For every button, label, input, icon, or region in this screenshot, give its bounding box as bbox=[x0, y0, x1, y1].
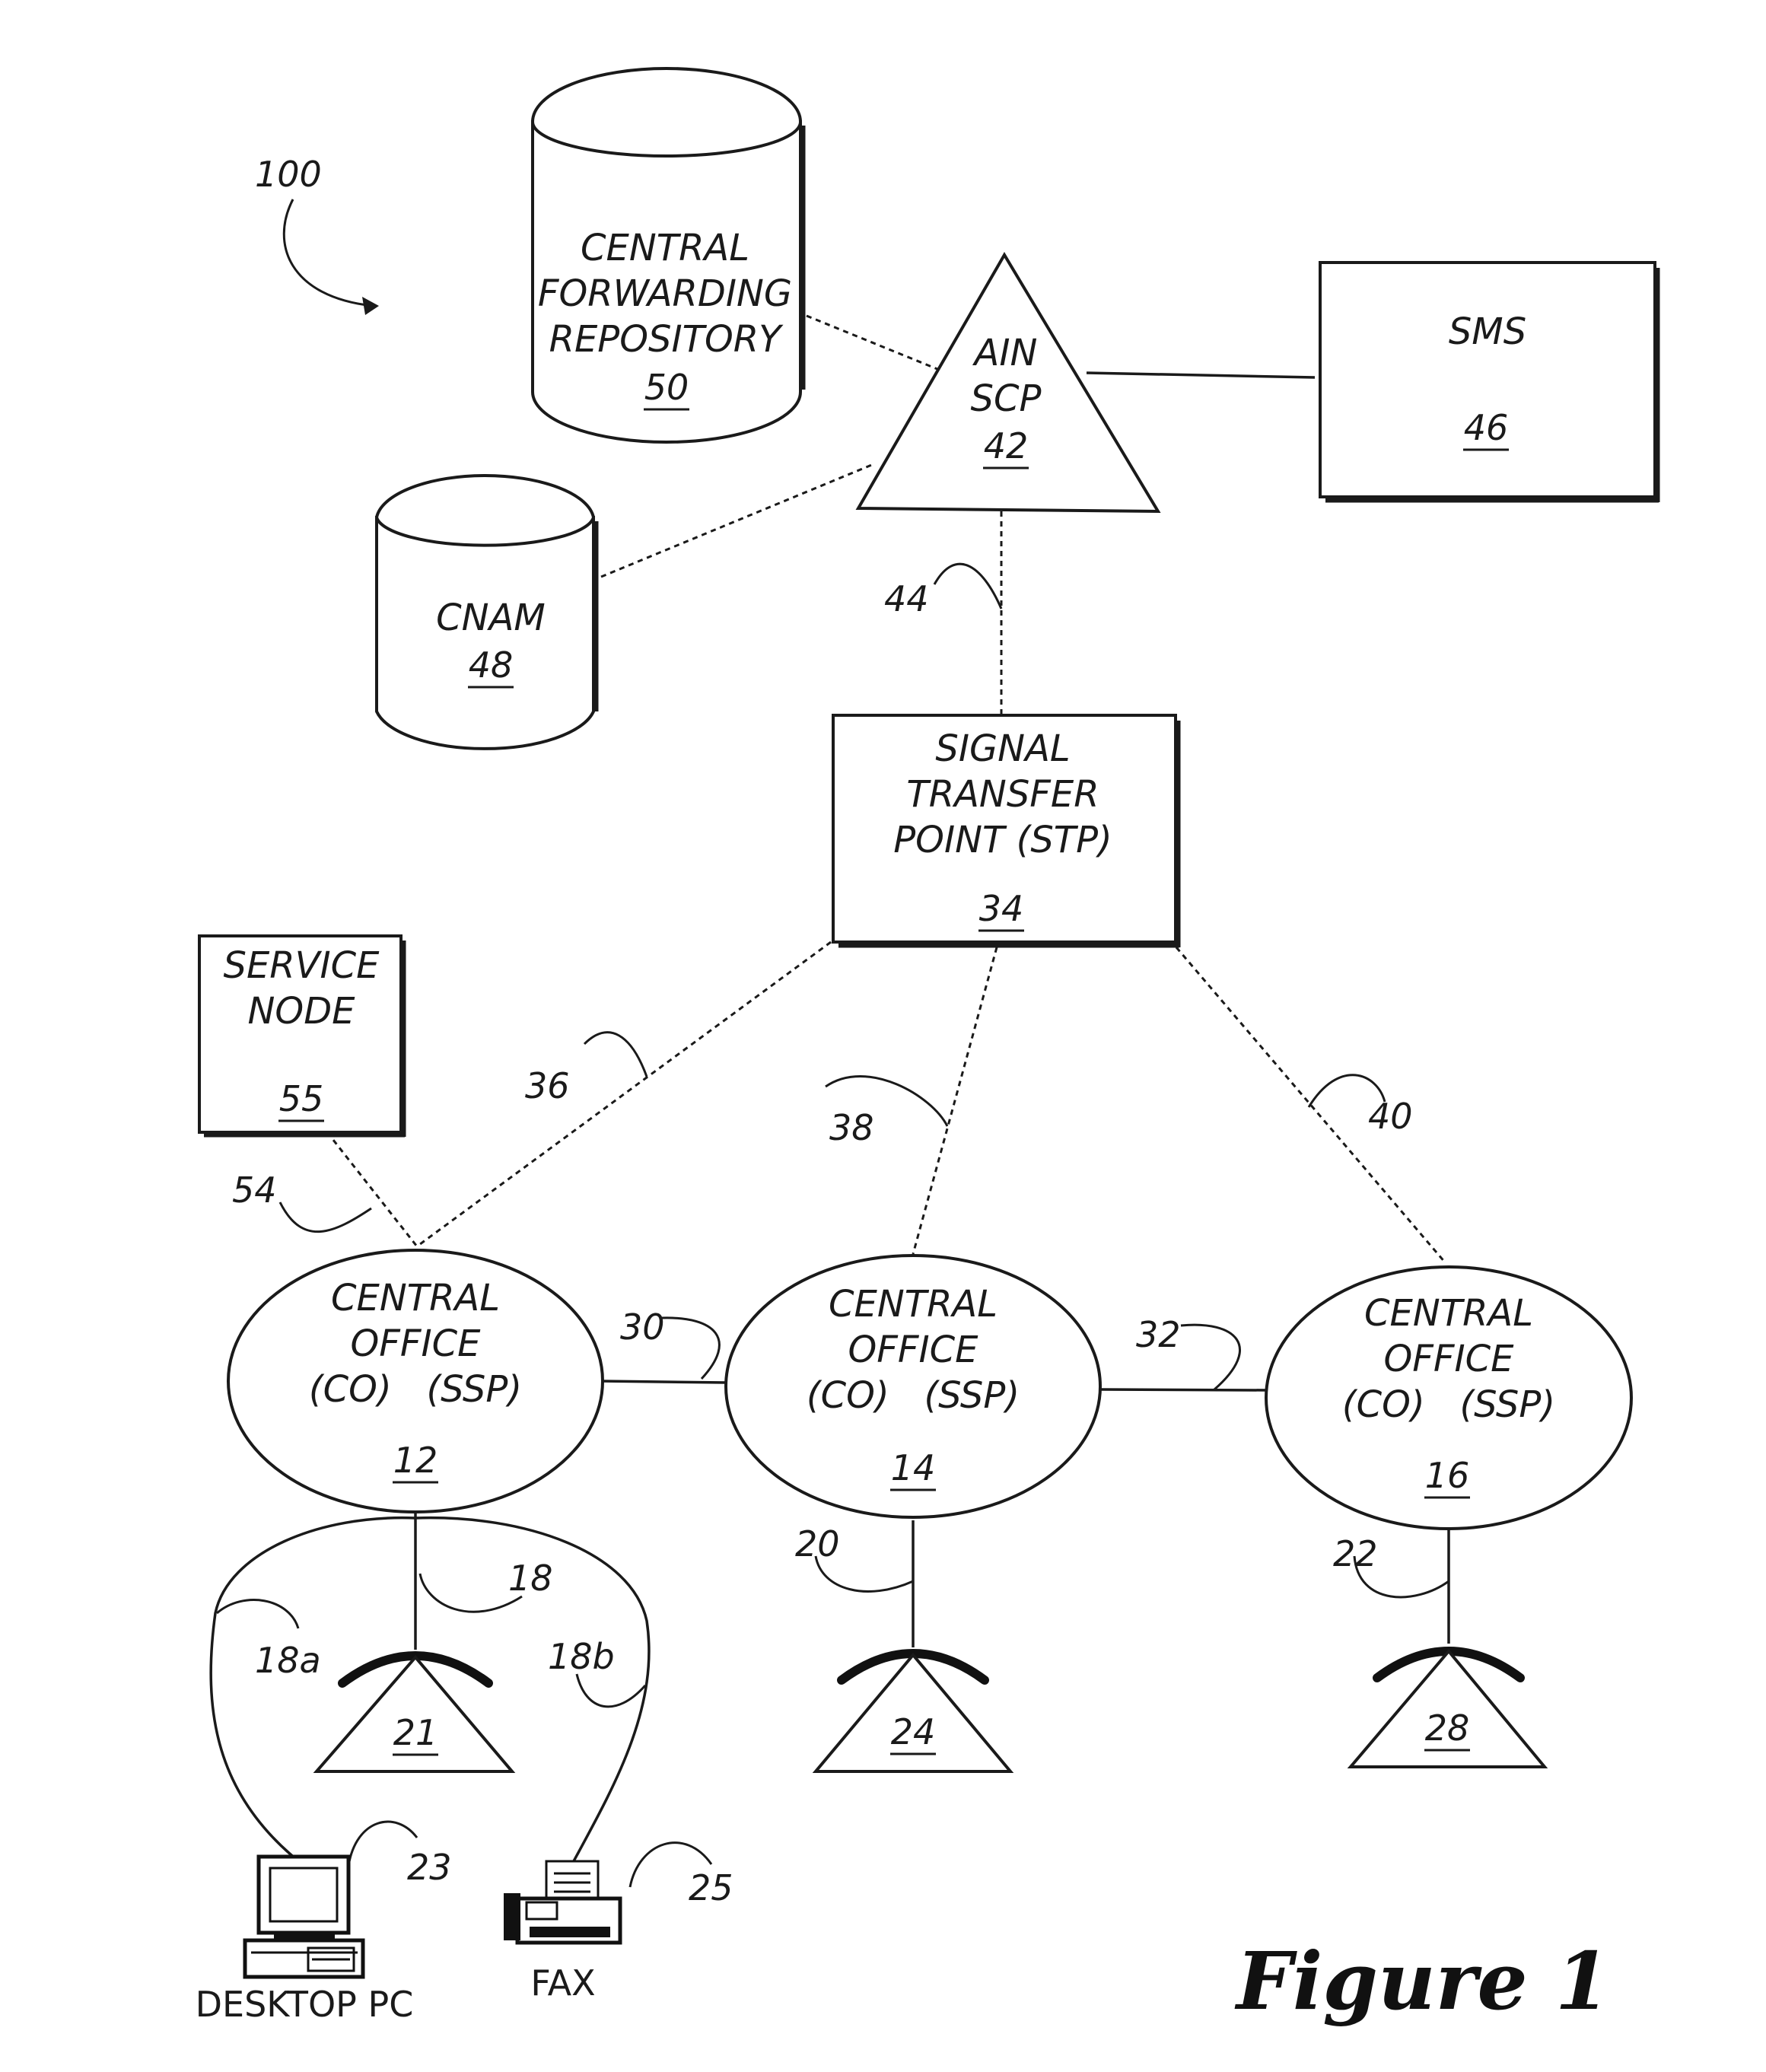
central-office-16: CENTRAL OFFICE (CO) (SSP) 16 bbox=[1266, 1267, 1631, 1529]
ref-36: 36 bbox=[525, 1065, 570, 1106]
fax-label: FAX bbox=[530, 1962, 595, 2004]
service-node-label-line1: SERVICE bbox=[224, 944, 380, 987]
stp-ref-number: 34 bbox=[979, 888, 1024, 929]
telephone-station-28: 28 bbox=[1351, 1651, 1545, 1767]
leader-18 bbox=[420, 1574, 522, 1612]
scp-label-line2: SCP bbox=[971, 377, 1042, 420]
co12-label-line2: OFFICE bbox=[351, 1322, 482, 1365]
cfr-label-line1: CENTRAL bbox=[581, 227, 749, 269]
cfr-label-line3: REPOSITORY bbox=[549, 318, 784, 361]
arrowhead-100 bbox=[362, 297, 379, 315]
telephone-station-21: 21 bbox=[317, 1656, 512, 1771]
reference-numerals: 100 44 36 38 40 54 30 32 18 18a 18b 20 2… bbox=[232, 154, 1413, 1908]
ref-18b: 18b bbox=[548, 1636, 615, 1677]
service-node-ref-number: 55 bbox=[279, 1078, 324, 1119]
cnam-ref-number: 48 bbox=[469, 645, 514, 686]
ref-44: 44 bbox=[884, 578, 929, 619]
ref-18a: 18a bbox=[255, 1640, 321, 1681]
central-office-14: CENTRAL OFFICE (CO) (SSP) 14 bbox=[726, 1256, 1100, 1517]
desktop-pc: DESKTOP PC bbox=[196, 1857, 414, 2025]
stp-label-line2: TRANSFER bbox=[906, 773, 1099, 816]
ref-40: 40 bbox=[1368, 1096, 1413, 1137]
ref-30: 30 bbox=[620, 1307, 665, 1348]
scp-ref-number: 42 bbox=[984, 425, 1029, 466]
phone21-ref-number: 21 bbox=[393, 1712, 438, 1753]
central-office-12: CENTRAL OFFICE (CO) (SSP) 12 bbox=[228, 1250, 603, 1512]
signal-transfer-point: SIGNAL TRANSFER POINT (STP) 34 bbox=[833, 715, 1179, 947]
co16-label-line2: OFFICE bbox=[1384, 1338, 1515, 1380]
service-node-label-line2: NODE bbox=[248, 990, 356, 1033]
link-cfr-scp bbox=[807, 316, 937, 369]
leader-36 bbox=[584, 1033, 647, 1077]
sms-label: SMS bbox=[1449, 310, 1526, 353]
ref-54: 54 bbox=[232, 1170, 277, 1211]
ref-22: 22 bbox=[1333, 1533, 1378, 1574]
co12-ref-number: 12 bbox=[393, 1440, 438, 1481]
co14-label-line1: CENTRAL bbox=[829, 1283, 998, 1326]
ref-23: 23 bbox=[407, 1847, 452, 1888]
co16-label-line1: CENTRAL bbox=[1364, 1292, 1533, 1335]
cnam-label: CNAM bbox=[436, 597, 546, 639]
ref-25: 25 bbox=[689, 1867, 733, 1908]
ref-100: 100 bbox=[255, 154, 322, 195]
co14-label-line2: OFFICE bbox=[848, 1329, 979, 1371]
sms-rectangle bbox=[1320, 263, 1655, 497]
service-node: SERVICE NODE 55 bbox=[199, 936, 405, 1137]
ref-18: 18 bbox=[508, 1558, 553, 1599]
stp-label-line1: SIGNAL bbox=[935, 727, 1070, 770]
sms-box: SMS 46 bbox=[1320, 263, 1659, 502]
ref-20: 20 bbox=[795, 1523, 840, 1564]
cnam-cylinder-top bbox=[377, 476, 593, 546]
link-servicenode-co12 bbox=[327, 1132, 417, 1246]
desktop-pc-icon bbox=[245, 1857, 363, 1977]
ref-32: 32 bbox=[1136, 1314, 1181, 1355]
link-co14-co16 bbox=[1101, 1389, 1267, 1390]
central-forwarding-repository: CENTRAL FORWARDING REPOSITORY 50 bbox=[533, 68, 803, 442]
arrow-100 bbox=[284, 199, 373, 306]
cfr-label-line2: FORWARDING bbox=[538, 272, 792, 315]
leader-32 bbox=[1181, 1325, 1239, 1389]
co12-label-line3: (CO) (SSP) bbox=[309, 1368, 522, 1411]
link-cnam-scp bbox=[592, 464, 873, 581]
leader-54 bbox=[280, 1202, 371, 1232]
leader-30 bbox=[662, 1318, 719, 1379]
leader-44 bbox=[934, 564, 1001, 609]
stp-label-line3: POINT (STP) bbox=[893, 819, 1112, 861]
cfr-cylinder-top bbox=[533, 68, 800, 156]
cnam-database: CNAM 48 bbox=[377, 476, 596, 749]
fax-machine: FAX bbox=[504, 1861, 620, 2004]
leader-18b bbox=[577, 1674, 645, 1707]
link-stp-co12 bbox=[417, 942, 831, 1246]
co14-label-line3: (CO) (SSP) bbox=[807, 1374, 1020, 1417]
desktop-pc-label: DESKTOP PC bbox=[196, 1984, 414, 2025]
ref-38: 38 bbox=[829, 1107, 874, 1148]
scp-label-line1: AIN bbox=[972, 332, 1038, 374]
cfr-ref-number: 50 bbox=[644, 367, 689, 408]
co14-ref-number: 14 bbox=[891, 1447, 936, 1488]
co16-ref-number: 16 bbox=[1425, 1455, 1470, 1496]
co12-label-line1: CENTRAL bbox=[331, 1277, 500, 1319]
figure-caption: Figure 1 bbox=[1234, 1934, 1610, 2028]
phone28-ref-number: 28 bbox=[1425, 1708, 1470, 1749]
telephone-station-24: 24 bbox=[816, 1653, 1010, 1771]
ain-scp: AIN SCP 42 bbox=[858, 255, 1158, 511]
link-scp-sms bbox=[1087, 373, 1315, 377]
co16-label-line3: (CO) (SSP) bbox=[1342, 1383, 1555, 1426]
loop-18a-to-pc bbox=[211, 1518, 415, 1863]
leader-18a bbox=[217, 1600, 298, 1628]
fax-machine-icon bbox=[504, 1861, 620, 1943]
sms-ref-number: 46 bbox=[1464, 407, 1509, 448]
link-co12-co14 bbox=[601, 1381, 727, 1383]
phone24-ref-number: 24 bbox=[891, 1711, 936, 1752]
